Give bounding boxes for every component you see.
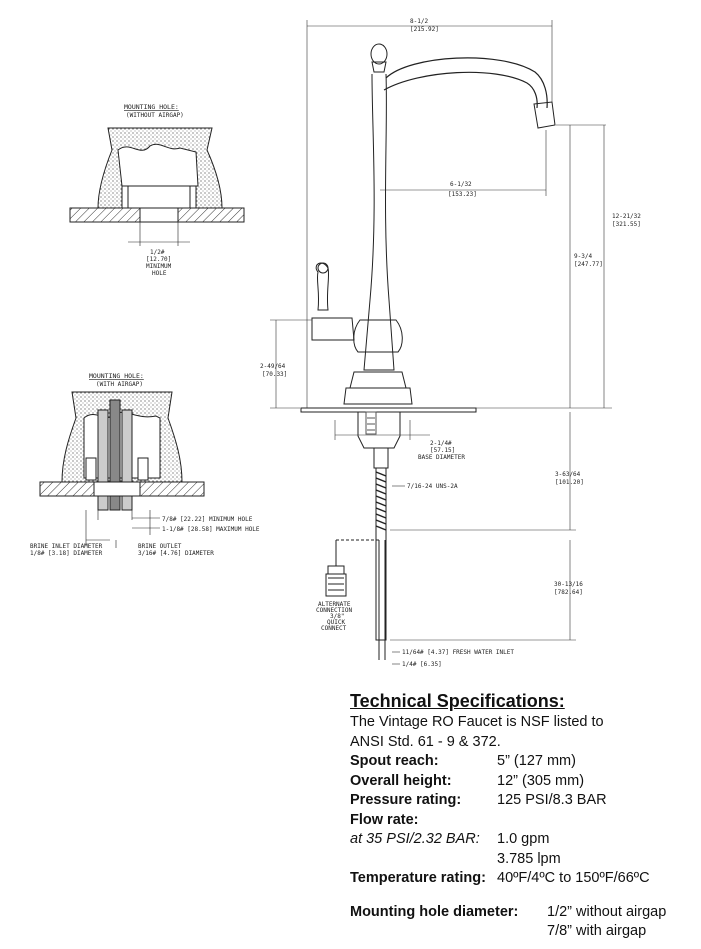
brine-outlet-2: 3/16# [4.76] DIAMETER: [138, 550, 214, 557]
alt-connection-1: ALTERNATE: [318, 601, 351, 608]
dim-spout-reach-mm: [153.23]: [448, 191, 477, 198]
mounting-hole-without-airgap: [69, 127, 245, 246]
dim-fresh-water: 11/64# [4.37] FRESH WATER INLET: [402, 649, 514, 656]
brine-inlet-1: BRINE INLET DIAMETER: [30, 543, 103, 550]
mh2-min: 7/8# [22.22] MINIMUM HOLE: [162, 516, 253, 523]
overall-height-label: Overall height:: [350, 772, 452, 789]
alt-connection-2: CONNECTION: [316, 607, 353, 614]
flow-rate-value1: 1.0 gpm: [497, 831, 550, 847]
pressure-rating-label: Pressure rating:: [350, 792, 462, 808]
dim-overall-height-mm: [321.55]: [612, 221, 641, 228]
dim-top-width-mm: [215.92]: [410, 26, 439, 33]
alt-connection-3: 3/8": [330, 613, 344, 620]
alt-connection-4: QUICK: [327, 619, 345, 626]
spec-mounting-hole-airgap: 7/8” with airgap: [350, 922, 695, 942]
mh1-title: MOUNTING HOLE:: [124, 103, 179, 111]
dim-top-width: 8-1/2: [410, 18, 428, 25]
spec-temperature-rating: Temperature rating: 40ºF/4ºC to 150ºF/66…: [350, 869, 695, 889]
dim-tube-length: 30-13/16: [554, 581, 583, 588]
spec-flow-rate-metric: 3.785 lpm: [350, 850, 695, 870]
faucet-drawing: 8-1/2 [215.92] 6-1/32 [153.23] 12-21/32 …: [30, 18, 641, 668]
spout-reach-label: Spout reach:: [350, 753, 439, 769]
temperature-rating-label: Temperature rating:: [350, 870, 486, 886]
dim-spout-reach: 6-1/32: [450, 181, 472, 188]
temperature-rating-value: 40ºF/4ºC to 150ºF/66ºC: [497, 870, 650, 886]
dim-tube-dia: 1/4# [6.35]: [402, 661, 442, 668]
dim-spout-height-mm: [247.77]: [574, 261, 603, 268]
mh1-subtitle: (WITHOUT AIRGAP): [126, 112, 184, 119]
overall-height-value: 12” (305 mm): [497, 772, 585, 789]
mh1-dim: 1/2#: [150, 249, 165, 256]
flow-rate-condition: at 35 PSI/2.32 BAR:: [350, 831, 480, 847]
spout-reach-value: 5” (127 mm): [497, 753, 576, 769]
dim-shank-length-mm: [101.20]: [555, 479, 584, 486]
mounting-hole-value1: 1/2” without airgap: [547, 903, 667, 920]
mh1-minimum: MINIMUM: [146, 263, 172, 270]
spec-overall-height: Overall height: 12” (305 mm): [350, 772, 695, 792]
faucet-side-view: [300, 43, 556, 660]
dim-base-diameter: 2-1/4#: [430, 440, 452, 447]
spec-pressure-rating: Pressure rating: 125 PSI/8.3 BAR: [350, 791, 695, 811]
spec-spout-reach: Spout reach: 5” (127 mm): [350, 752, 695, 772]
dim-base-diameter-mm: [57.15]: [430, 447, 455, 454]
dim-thread: 7/16-24 UNS-2A: [407, 483, 458, 490]
spec-intro-line2: ANSI Std. 61 - 9 & 372.: [350, 733, 501, 750]
mh2-subtitle: (WITH AIRGAP): [96, 381, 143, 388]
technical-specifications: Technical Specifications: The Vintage RO…: [350, 690, 695, 942]
mounting-hole-with-airgap: [39, 391, 205, 548]
mounting-hole-value2: 7/8” with airgap: [547, 923, 647, 939]
mh1-hole: HOLE: [152, 270, 167, 277]
spec-mounting-hole: Mounting hole diameter: 1/2” without air…: [350, 903, 695, 923]
dim-handle-height: 2-49/64: [260, 363, 286, 370]
dim-spout-height: 9-3/4: [574, 253, 592, 260]
brine-outlet-1: BRINE OUTLET: [138, 543, 182, 550]
mounting-hole-label: Mounting hole diameter:: [350, 903, 519, 920]
flow-rate-value2: 3.785 lpm: [497, 850, 561, 867]
pressure-rating-value: 125 PSI/8.3 BAR: [497, 792, 607, 808]
faucet-dimensions: [270, 20, 612, 665]
dim-shank-length: 3-63/64: [555, 471, 581, 478]
dim-tube-length-mm: [782.64]: [554, 589, 583, 596]
spec-flow-rate-condition: at 35 PSI/2.32 BAR: 1.0 gpm: [350, 830, 695, 850]
flow-rate-label: Flow rate:: [350, 811, 419, 828]
dim-base-diameter-label: BASE DIAMETER: [418, 454, 465, 461]
mh2-title: MOUNTING HOLE:: [89, 372, 144, 380]
mh2-max: 1-1/8# [28.58] MAXIMUM HOLE: [162, 526, 260, 533]
spec-intro-line1: The Vintage RO Faucet is NSF listed to: [350, 714, 604, 730]
dim-overall-height: 12-21/32: [612, 213, 641, 220]
dim-handle-height-mm: [70.33]: [262, 371, 287, 378]
mh1-dim-mm: [12.70]: [146, 256, 171, 263]
brine-inlet-2: 1/8# [3.18] DIAMETER: [30, 550, 103, 557]
spec-title: Technical Specifications:: [350, 691, 565, 711]
spec-flow-rate: Flow rate:: [350, 811, 695, 831]
alt-connection-5: CONNECT: [321, 625, 347, 632]
